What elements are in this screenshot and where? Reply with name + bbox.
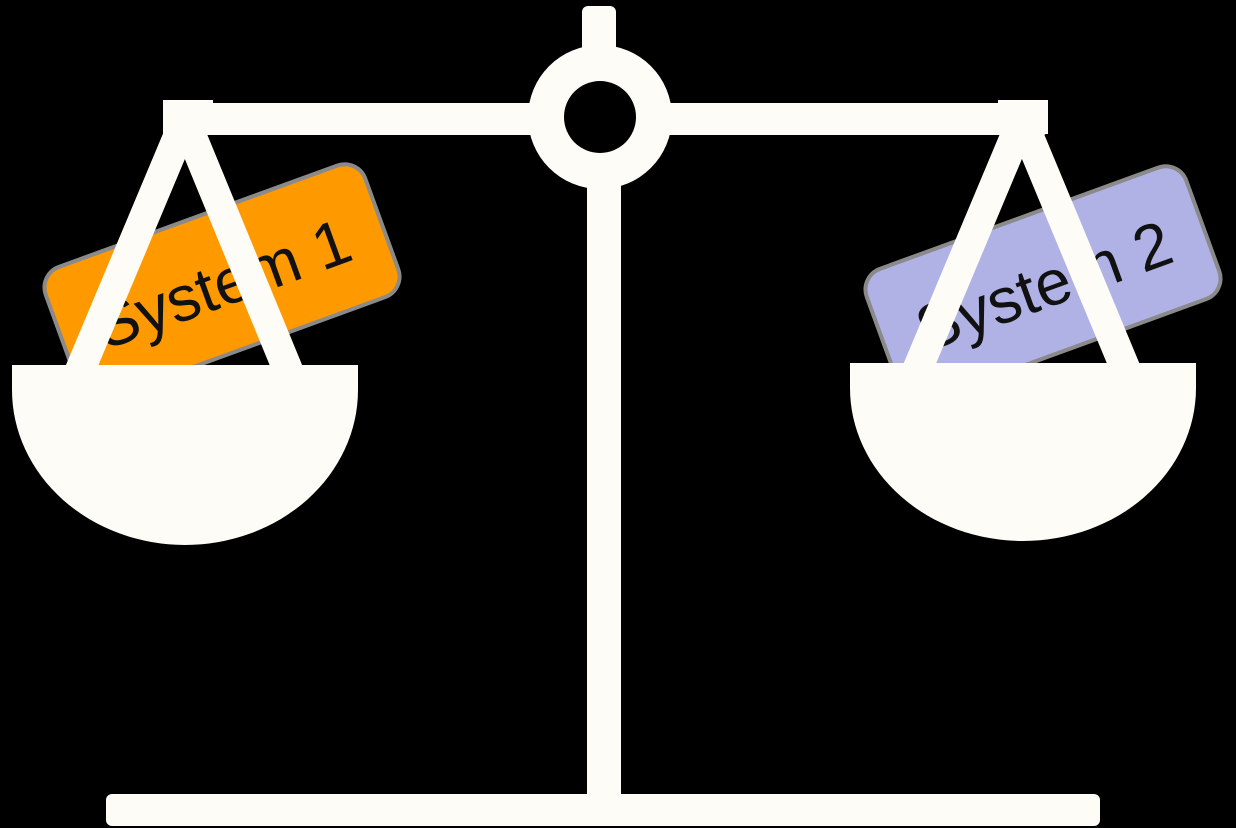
scale-pivot-hole <box>564 81 636 153</box>
right-hanger-top <box>998 100 1048 134</box>
left-hanger-top <box>163 100 213 134</box>
scale <box>12 6 1196 826</box>
system-2-card-box <box>863 164 1223 404</box>
scale-base <box>106 794 1100 826</box>
left-hanger-string-left <box>63 105 200 390</box>
left-pan-bowl <box>12 365 358 545</box>
right-hanger-string-right <box>1007 105 1143 390</box>
scale-post <box>587 150 621 800</box>
right-hanger-string-left <box>900 105 1037 390</box>
left-hanger-string-right <box>170 105 305 390</box>
system-1-card-box <box>42 162 402 402</box>
right-pan-bowl <box>850 363 1196 541</box>
